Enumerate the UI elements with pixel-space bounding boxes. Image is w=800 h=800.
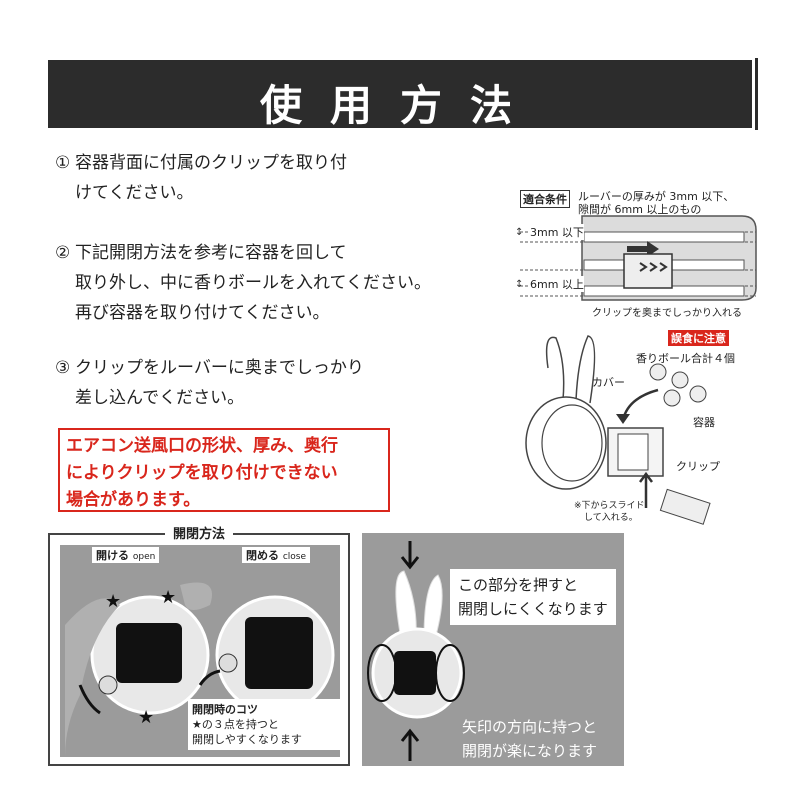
svg-text:★: ★ bbox=[138, 707, 154, 728]
step-number: ② bbox=[55, 243, 71, 263]
open-close-title: 開閉方法 bbox=[164, 527, 233, 542]
close-label-en: close bbox=[282, 552, 307, 562]
grip-panel: この部分を押すと 開閉しにくくなります 矢印の方向に持つと 開閉が楽になります bbox=[362, 533, 624, 766]
grip-tip-text: 開閉が楽になります bbox=[462, 742, 598, 760]
step-text: けてください。 bbox=[75, 183, 194, 203]
open-close-panel: 開閉方法 ★ ★ ★ 開ける open 閉める close 開閉時のコツ bbox=[48, 527, 350, 766]
open-close-title-wrap: 開閉方法 bbox=[50, 523, 348, 542]
step-number: ① bbox=[55, 153, 71, 173]
condition-text: 隙間が 6mm 以上のもの bbox=[578, 203, 702, 216]
step-number: ③ bbox=[55, 358, 71, 378]
tip-title: 開閉時のコツ bbox=[192, 703, 258, 716]
condition-tag: 適合条件 bbox=[520, 190, 570, 208]
open-close-illustration: ★ ★ ★ bbox=[65, 582, 335, 757]
clip-caption: クリップを奥までしっかり入れる bbox=[592, 308, 742, 319]
step-text: 取り外し、中に香りボールを入れてください。 bbox=[75, 273, 431, 293]
page-title: 使用方法 bbox=[259, 81, 540, 130]
step-text: 差し込んでください。 bbox=[75, 388, 245, 408]
press-callout-text: 開閉しにくくなります bbox=[458, 600, 608, 618]
step-text: 再び容器を取り付けてください。 bbox=[75, 303, 330, 323]
step-text: 下記開閉方法を参考に容器を回して bbox=[75, 243, 347, 263]
svg-text:↕: ↕ bbox=[515, 279, 523, 290]
clip-label: クリップ bbox=[676, 460, 720, 473]
svg-text:★: ★ bbox=[160, 587, 176, 608]
press-callout-text: この部分を押すと bbox=[458, 576, 579, 594]
open-label: 開ける open bbox=[92, 547, 160, 563]
warning-text: によりクリップを取り付けできない bbox=[66, 463, 338, 483]
title-banner: 使用方法 bbox=[48, 60, 752, 130]
warning-text: エアコン送風口の形状、厚み、奥行 bbox=[66, 436, 338, 456]
louver-illustration: ↕ ↕ bbox=[515, 215, 757, 301]
warning-box: エアコン送風口の形状、厚み、奥行 によりクリップを取り付けできない 場合がありま… bbox=[58, 428, 390, 512]
close-label-jp: 閉める bbox=[246, 549, 279, 562]
louver-diagram: ↕ ↕ 適合条件 ルーバーの厚みが 3mm 以下、 隙間が 6mm 以上のもの … bbox=[512, 188, 764, 323]
grip-illustration bbox=[367, 541, 465, 761]
condition-text: ルーバーの厚みが 3mm 以下、 bbox=[578, 190, 735, 203]
tip-text: 開閉しやすくなります bbox=[192, 733, 302, 746]
grip-tip: 矢印の方向に持つと 開閉が楽になります bbox=[462, 715, 597, 763]
grip-tip-text: 矢印の方向に持つと bbox=[462, 718, 598, 736]
parts-diagram: 誤食に注意 香りボール合計４個 カバー 容器 クリップ ※下からスライド して入… bbox=[518, 328, 768, 528]
balls-label: 香りボール合計４個 bbox=[636, 352, 735, 365]
cover-label: カバー bbox=[592, 376, 625, 389]
caution-badge: 誤食に注意 bbox=[668, 330, 729, 346]
container-label: 容器 bbox=[693, 416, 715, 429]
step-text: クリップをルーバーに奥までしっかり bbox=[75, 358, 364, 378]
svg-text:★: ★ bbox=[105, 591, 121, 612]
tip-box: 開閉時のコツ ★の３点を持つと 開閉しやすくなります bbox=[188, 699, 346, 750]
gap-label: 6mm 以上 bbox=[530, 276, 584, 292]
slide-note: して入れる。 bbox=[584, 513, 638, 523]
open-close-photo: ★ ★ ★ 開ける open 閉める close 開閉時のコツ ★の３点を持つと… bbox=[60, 545, 346, 757]
tip-text: ★の３点を持つと bbox=[192, 718, 279, 731]
parts-illustration bbox=[525, 335, 711, 525]
banner-accent-bar bbox=[755, 58, 758, 130]
slide-note: ※下からスライド bbox=[574, 501, 645, 511]
svg-text:↕: ↕ bbox=[515, 227, 523, 238]
warning-text: 場合があります。 bbox=[66, 490, 201, 510]
close-label: 閉める close bbox=[242, 547, 311, 563]
open-label-en: open bbox=[132, 552, 156, 562]
step-text: 容器背面に付属のクリップを取り付 bbox=[75, 153, 347, 173]
thickness-label: 3mm 以下 bbox=[530, 224, 584, 240]
open-label-jp: 開ける bbox=[96, 549, 129, 562]
press-callout: この部分を押すと 開閉しにくくなります bbox=[450, 569, 616, 625]
